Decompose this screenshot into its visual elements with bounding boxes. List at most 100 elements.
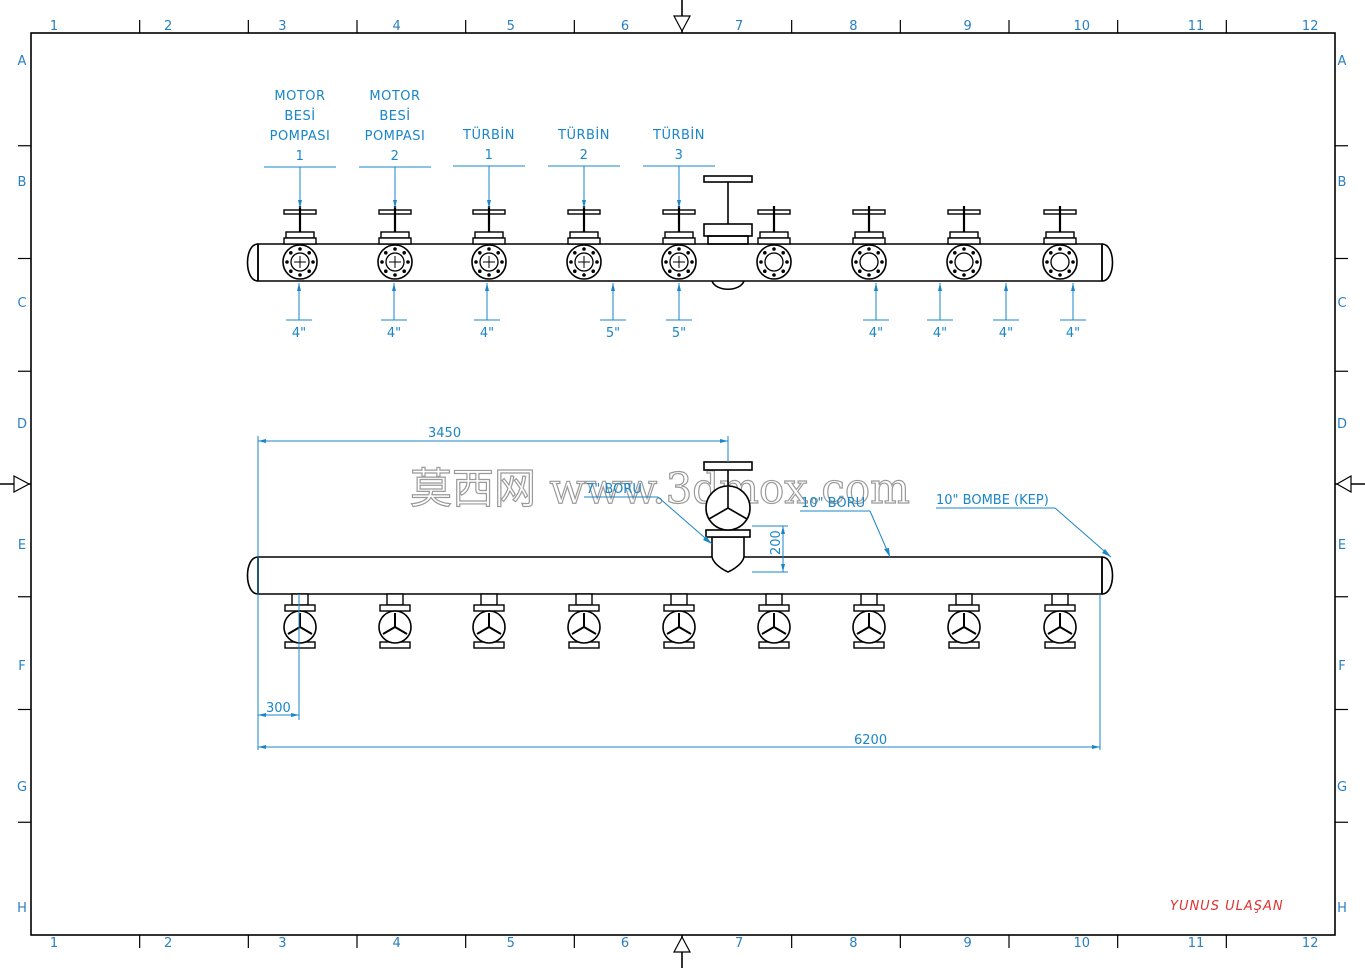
row-label: H <box>17 901 27 916</box>
outlet-label: TÜRBİN 3 <box>643 126 715 208</box>
outlet-size: 4" <box>381 283 407 341</box>
top-valve <box>661 206 697 280</box>
dimension-3450: 3450 <box>257 426 729 750</box>
column-label: 4 <box>392 936 400 951</box>
main-branch-top <box>703 175 753 291</box>
outlet-size-text: 4" <box>387 326 401 341</box>
column-label: 1 <box>50 19 58 34</box>
outlet-label-line: 2 <box>391 149 400 164</box>
column-label: 7 <box>735 936 743 951</box>
front-valve <box>947 593 981 649</box>
column-label: 3 <box>278 936 286 951</box>
row-label: B <box>18 175 27 190</box>
dimension-6200: 6200 <box>258 594 1101 750</box>
column-label: 10 <box>1074 19 1091 34</box>
row-label: G <box>17 780 27 795</box>
outlet-label-line: TÜRBİN <box>652 126 705 143</box>
callout-branch-pipe: 7" BORU <box>584 482 713 545</box>
outlet-size: 4" <box>1060 283 1086 341</box>
dim-6200-text: 6200 <box>854 733 887 748</box>
outlet-label-line: MOTOR <box>369 89 420 104</box>
top-valve <box>851 206 887 280</box>
dim-200-text: 200 <box>769 530 784 555</box>
centering-arrow-bottom <box>673 935 691 968</box>
outlet-size: 4" <box>286 283 312 341</box>
watermark-text: 莫西网 www.3dmox.com <box>410 464 910 513</box>
row-label: A <box>18 54 27 69</box>
outlet-size-text: 4" <box>480 326 494 341</box>
outlet-size-text: 5" <box>606 326 620 341</box>
author-signature: YUNUS ULAŞAN <box>1170 899 1284 914</box>
row-label: F <box>1338 659 1345 674</box>
column-label: 5 <box>507 19 515 34</box>
front-valve <box>378 593 412 649</box>
header-front-view: 3450 200 300 6200 <box>246 426 1114 750</box>
outlet-size: 4" <box>474 283 500 341</box>
dim-300-text: 300 <box>266 701 291 716</box>
row-label: A <box>1338 54 1347 69</box>
column-label: 12 <box>1302 19 1319 34</box>
front-valve <box>567 593 601 649</box>
header-top-view: MOTOR BESİ POMPASI 1 MOTOR BESİ POMPASI 2 TÜRBİN… <box>246 89 1114 341</box>
outlet-size: 5" <box>600 283 626 341</box>
front-valve <box>1043 593 1077 649</box>
outlet-label: MOTOR BESİ POMPASI 1 <box>264 89 336 208</box>
dimension-200: 200 <box>752 525 788 573</box>
row-label: C <box>1337 296 1346 311</box>
row-label: D <box>1337 417 1347 432</box>
column-label: 8 <box>849 936 857 951</box>
front-valve <box>757 593 791 649</box>
row-label: D <box>17 417 27 432</box>
outlet-label-line: BESİ <box>284 108 315 124</box>
callout-main-pipe-text: 10" BORU <box>801 496 865 511</box>
column-label: 9 <box>963 936 971 951</box>
outlet-label-line: POMPASI <box>365 129 426 144</box>
outlet-size: 4" <box>993 283 1019 341</box>
column-label: 6 <box>621 19 629 34</box>
outlet-size-text: 4" <box>1066 326 1080 341</box>
column-label: 11 <box>1188 936 1205 951</box>
row-label: E <box>18 538 26 553</box>
outlet-label: MOTOR BESİ POMPASI 2 <box>359 89 431 208</box>
outlet-label-line: 1 <box>296 149 305 164</box>
dimension-300: 300 <box>258 594 300 720</box>
main-branch-valve-front <box>703 461 753 573</box>
column-label: 6 <box>621 936 629 951</box>
column-label: 1 <box>50 936 58 951</box>
front-valve <box>472 593 506 649</box>
outlet-size-text: 4" <box>999 326 1013 341</box>
outlet-size: 4" <box>927 283 953 341</box>
callout-main-pipe: 10" BORU <box>800 496 891 558</box>
column-label: 8 <box>849 19 857 34</box>
top-valve <box>1042 206 1078 280</box>
top-valve <box>377 206 413 280</box>
top-valve <box>282 206 318 280</box>
row-label: C <box>17 296 26 311</box>
column-label: 7 <box>735 19 743 34</box>
outlet-size-text: 4" <box>292 326 306 341</box>
top-valve <box>471 206 507 280</box>
row-label: H <box>1337 901 1347 916</box>
column-label: 4 <box>392 19 400 34</box>
header-pipe-front <box>246 556 1114 595</box>
column-label: 10 <box>1074 936 1091 951</box>
row-label: F <box>18 659 25 674</box>
top-valve <box>756 206 792 280</box>
dim-3450-text: 3450 <box>428 426 461 441</box>
column-label: 2 <box>164 19 172 34</box>
outlet-size-text: 4" <box>869 326 883 341</box>
row-label: G <box>1337 780 1347 795</box>
outlet-label-line: MOTOR <box>274 89 325 104</box>
column-label: 11 <box>1188 19 1205 34</box>
column-label: 5 <box>507 936 515 951</box>
centering-arrow-top <box>673 0 691 33</box>
column-label: 2 <box>164 936 172 951</box>
outlet-label-line: POMPASI <box>270 129 331 144</box>
outlet-label-line: 3 <box>675 148 684 163</box>
outlet-label-line: BESİ <box>379 108 410 124</box>
